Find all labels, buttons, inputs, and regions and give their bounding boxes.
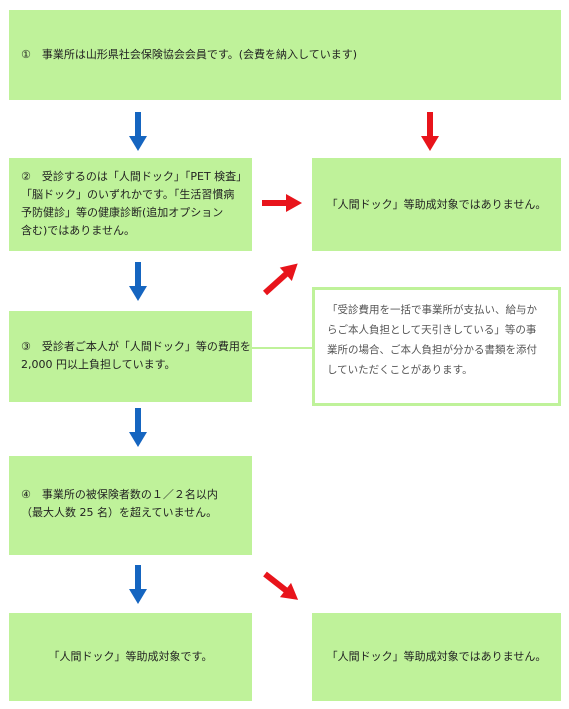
not-eligible-top-box: 「人間ドック」等助成対象ではありません。 xyxy=(312,158,561,251)
step3-line: ③ 受診者ご本人が「人間ドック」等の費用を xyxy=(21,340,251,353)
down-arrow-icon xyxy=(129,408,147,447)
note-line: らご本人負担として天引きしている」等の事 xyxy=(327,324,537,336)
down-arrow-icon xyxy=(129,112,147,151)
not-eligible-bottom-box: 「人間ドック」等助成対象ではありません。 xyxy=(312,613,561,701)
step4-box: ④ 事業所の被保険者数の１／２名以内 （最大人数 25 名）を超えていません。 xyxy=(9,456,252,555)
note-box: 「受診費用を一括で事業所が支払い、給与か らご本人負担として天引きしている」等の… xyxy=(312,287,561,406)
note-line: していただくことがあります。 xyxy=(327,364,473,376)
step2-box: ② 受診するのは「人間ドック」「PET 検査」 「脳ドック」のいずれかです。「生… xyxy=(9,158,252,251)
step3-box: ③ 受診者ご本人が「人間ドック」等の費用を 2,000 円以上負担しています。 xyxy=(9,311,252,402)
down-arrow-icon xyxy=(129,565,147,604)
note-line: 業所の場合、ご本人負担が分かる書類を添付 xyxy=(327,344,537,356)
note-line: 「受診費用を一括で事業所が支払い、給与か xyxy=(327,304,537,316)
not-eligible-top-text: 「人間ドック」等助成対象ではありません。 xyxy=(326,197,547,211)
red-down-arrow-icon xyxy=(421,112,439,151)
step2-line: ② 受診するのは「人間ドック」「PET 検査」 xyxy=(21,170,248,183)
red-down-right-arrow-icon xyxy=(263,571,299,600)
step1-box: ① 事業所は山形県社会保険協会会員です。(会費を納入しています) xyxy=(9,10,561,100)
step2-line: 予防健診」等の健康診断(追加オプション xyxy=(21,206,224,219)
step2-line: 「脳ドック」のいずれかです。「生活習慣病 xyxy=(21,188,235,201)
eligible-box: 「人間ドック」等助成対象です。 xyxy=(9,613,252,701)
note-connector xyxy=(252,347,314,349)
down-arrow-icon xyxy=(129,262,147,301)
step3-line: 2,000 円以上負担しています。 xyxy=(21,358,176,371)
not-eligible-bottom-text: 「人間ドック」等助成対象ではありません。 xyxy=(326,650,547,663)
red-right-arrow-icon xyxy=(262,194,302,212)
eligible-text: 「人間ドック」等助成対象です。 xyxy=(48,650,213,663)
step4-line: ④ 事業所の被保険者数の１／２名以内 xyxy=(21,488,218,501)
step4-line: （最大人数 25 名）を超えていません。 xyxy=(21,506,218,519)
step1-text: ① 事業所は山形県社会保険協会会員です。(会費を納入しています) xyxy=(21,48,358,61)
red-up-right-arrow-icon xyxy=(262,263,298,296)
step2-line: 含む)ではありません。 xyxy=(21,224,135,237)
